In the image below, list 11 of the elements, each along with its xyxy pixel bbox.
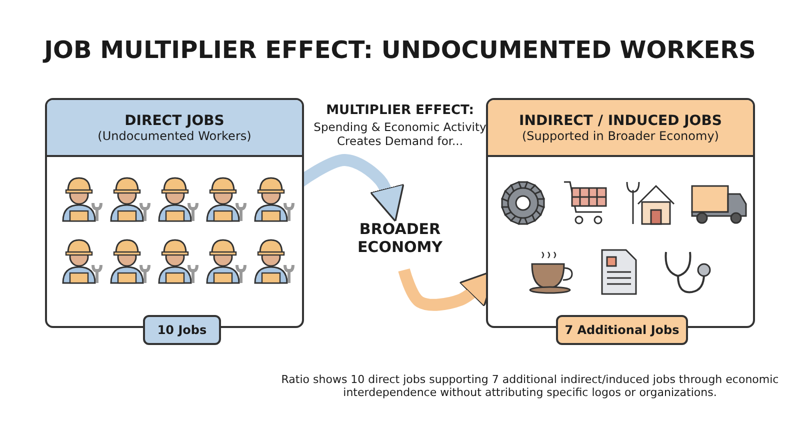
count-badge: 10 Jobs	[143, 315, 221, 345]
panel-heading: DIRECT JOBS	[124, 112, 224, 128]
title: JOB MULTIPLIER EFFECT: UNDOCUMENTED WORKERS	[42, 36, 757, 64]
effect-note: Spending & Economic Activity Creates Demand for...	[312, 120, 488, 148]
panel-subheading: (Undocumented Workers)	[98, 128, 252, 142]
panel-heading: INDIRECT / INDUCED JOBS	[519, 112, 722, 128]
effect-heading: MULTIPLIER EFFECT:	[325, 103, 475, 118]
caption: Ratio shows 10 direct jobs supporting 7 additional indirect/induced jobs through economic interdependence without attributing specific logos or organizations.	[280, 373, 780, 399]
economy-label: BROADER ECONOMY	[345, 220, 455, 256]
count-badge: 7 Additional Jobs	[556, 315, 688, 345]
panel-subheading: (Supported in Broader Economy)	[522, 128, 719, 142]
